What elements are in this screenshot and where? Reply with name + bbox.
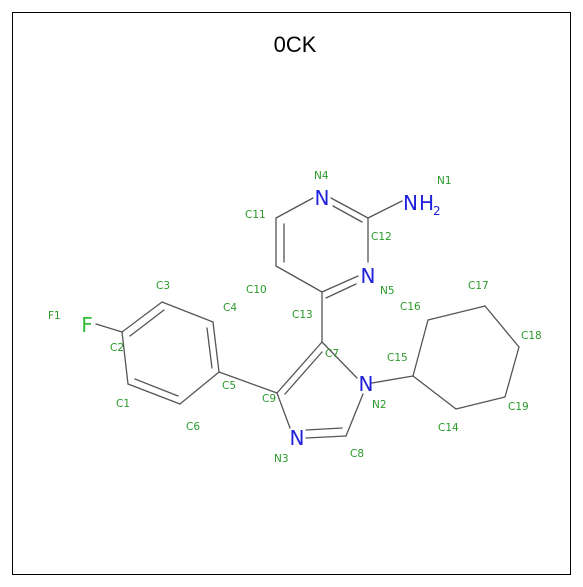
atom-label-c12: C12 — [371, 231, 392, 243]
atom-symbol-n1-h-count: 2 — [433, 204, 441, 218]
atom-label-c1: C1 — [116, 398, 130, 410]
bond-c8-n2 — [345, 393, 364, 437]
atom-label-c18: C18 — [521, 330, 542, 342]
atom-label-c14: C14 — [438, 422, 459, 434]
molecule-frame — [12, 12, 571, 575]
bond-n2-c15 — [371, 375, 414, 384]
atom-label-c13: C13 — [292, 309, 313, 321]
bond-c9-c7-inner — [284, 351, 323, 395]
bond-c1-c6 — [127, 383, 181, 405]
atom-label-c11: C11 — [245, 209, 266, 221]
bond-c3-c2-inner — [129, 309, 165, 337]
atom-label-n4: N4 — [314, 170, 329, 182]
bond-c1-c6-inner — [134, 378, 179, 397]
atom-label-c8: C8 — [350, 448, 364, 460]
bond-c19-c14 — [455, 396, 506, 410]
atom-symbol-n4: N — [315, 186, 330, 210]
molecule-title: 0CK — [274, 32, 317, 57]
bond-c11-n4 — [275, 197, 314, 219]
atom-label-c4: C4 — [223, 302, 237, 314]
bond-c12-n1 — [367, 200, 403, 219]
atom-label-c7: C7 — [325, 348, 339, 360]
atom-label-f1: F1 — [48, 310, 61, 322]
bond-n5-c13 — [321, 275, 359, 293]
bond-c2-c1 — [121, 331, 129, 385]
bond-n5-c13-inner — [325, 283, 357, 299]
atom-label-c16: C16 — [400, 301, 421, 313]
bond-n4-c12-inner — [332, 205, 363, 223]
atom-label-n1: N1 — [437, 175, 452, 187]
bond-c18-c19 — [504, 346, 520, 398]
atom-symbol-n1-h: H — [419, 191, 434, 215]
atom-label-c17: C17 — [468, 280, 489, 292]
atom-label-c6: C6 — [186, 421, 200, 433]
bond-c3-c4 — [161, 301, 214, 323]
bond-c17-c18 — [484, 305, 520, 348]
bond-c7-n2 — [321, 341, 358, 379]
atom-label-n3: N3 — [274, 453, 289, 465]
atom-symbol-n2: N — [359, 372, 374, 396]
bond-n3-c8 — [305, 435, 347, 439]
atom-symbol-f1: F — [81, 313, 93, 337]
bond-c10-c13 — [275, 265, 323, 293]
atom-label-c10: C10 — [246, 284, 267, 296]
bond-c14-c15 — [412, 375, 457, 410]
atom-labels: N1 N4 C11 C12 N5 C10 C13 C3 C4 F1 C2 C7 … — [48, 170, 542, 465]
atom-label-c9: C9 — [262, 393, 276, 405]
atom-symbol-n1: N — [403, 191, 418, 215]
atom-label-n5: N5 — [380, 285, 395, 297]
bond-c9-c7 — [276, 341, 323, 394]
bond-c15-c16 — [412, 319, 429, 377]
bond-c9-n3 — [276, 392, 291, 429]
atom-symbol-n3: N — [290, 426, 305, 450]
atom-symbols: N N H 2 N N N F — [81, 186, 440, 450]
atom-label-c3: C3 — [156, 280, 170, 292]
bond-c4-c5-inner — [206, 327, 213, 369]
atom-label-c19: C19 — [508, 401, 529, 413]
atom-label-c5: C5 — [222, 380, 236, 392]
bond-c4-c5 — [212, 321, 220, 373]
bonds — [95, 197, 520, 439]
bond-n3-c8-inner — [305, 427, 343, 431]
atom-label-n2: N2 — [372, 399, 387, 411]
bond-c3-c2 — [121, 301, 163, 333]
bond-c16-c17 — [427, 305, 486, 321]
atom-label-c2: C2 — [110, 342, 124, 354]
bond-n4-c12 — [330, 197, 369, 219]
atom-symbol-n5: N — [361, 264, 376, 288]
atom-label-c15: C15 — [387, 352, 408, 364]
bond-c2-f1 — [95, 323, 123, 333]
bond-c6-c5 — [179, 371, 220, 405]
bond-c5-c9 — [218, 371, 278, 394]
